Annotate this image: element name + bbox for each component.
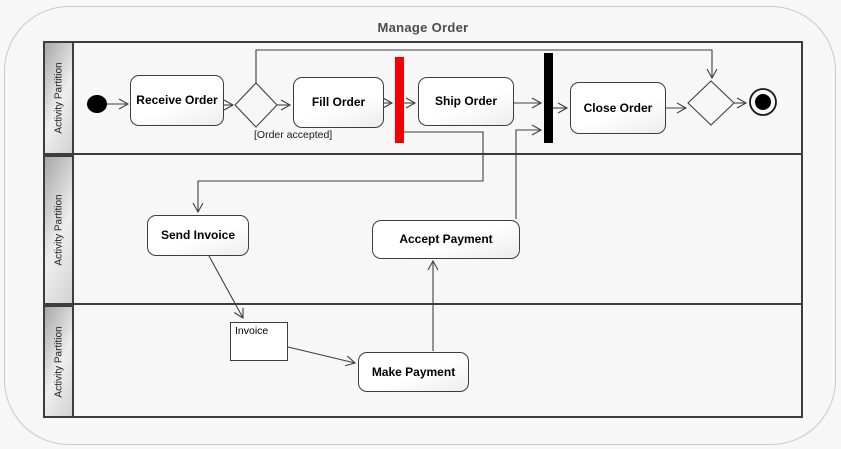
- action-label: Fill Order: [311, 95, 366, 110]
- edge-accept-to-join[interactable]: [515, 124, 543, 219]
- join-bar[interactable]: [544, 53, 553, 143]
- merge-diamond[interactable]: [687, 80, 735, 126]
- lane-separator: [73, 303, 803, 305]
- guard-label: [Order accepted]: [254, 129, 333, 141]
- action-label: Make Payment: [371, 364, 456, 379]
- action-accept-payment[interactable]: Accept Payment: [372, 220, 520, 259]
- object-node-invoice[interactable]: Invoice: [230, 322, 288, 361]
- diagram-title: Manage Order: [377, 20, 469, 35]
- lane-header-1[interactable]: Activity Partition: [43, 41, 74, 155]
- action-ship-order[interactable]: Ship Order: [418, 77, 514, 126]
- fork-bar[interactable]: [395, 57, 404, 143]
- initial-node[interactable]: [87, 95, 107, 113]
- edge-decision-to-merge-loop[interactable]: [255, 49, 718, 83]
- action-label: Receive Order: [136, 93, 218, 108]
- lane-header-2[interactable]: Activity Partition: [43, 155, 74, 305]
- edge-fork-to-send-invoice[interactable]: [192, 131, 484, 214]
- object-label: Invoice: [235, 325, 269, 337]
- edge-send-invoice-to-invoice[interactable]: [208, 255, 244, 319]
- action-fill-order[interactable]: Fill Order: [293, 77, 384, 128]
- action-send-invoice[interactable]: Send Invoice: [147, 215, 249, 256]
- action-make-payment[interactable]: Make Payment: [358, 352, 469, 392]
- action-label: Send Invoice: [160, 228, 236, 243]
- action-label: Ship Order: [434, 94, 497, 109]
- action-receive-order[interactable]: Receive Order: [130, 75, 224, 126]
- final-node-inner-dot: [755, 94, 771, 110]
- decision-diamond[interactable]: [234, 82, 278, 128]
- lane-separator: [73, 153, 803, 155]
- edge-invoice-to-make-payment[interactable]: [287, 346, 357, 367]
- lane-header-3[interactable]: Activity Partition: [43, 305, 74, 418]
- action-label: Accept Payment: [399, 232, 493, 247]
- action-close-order[interactable]: Close Order: [570, 82, 666, 134]
- action-label: Close Order: [583, 100, 653, 115]
